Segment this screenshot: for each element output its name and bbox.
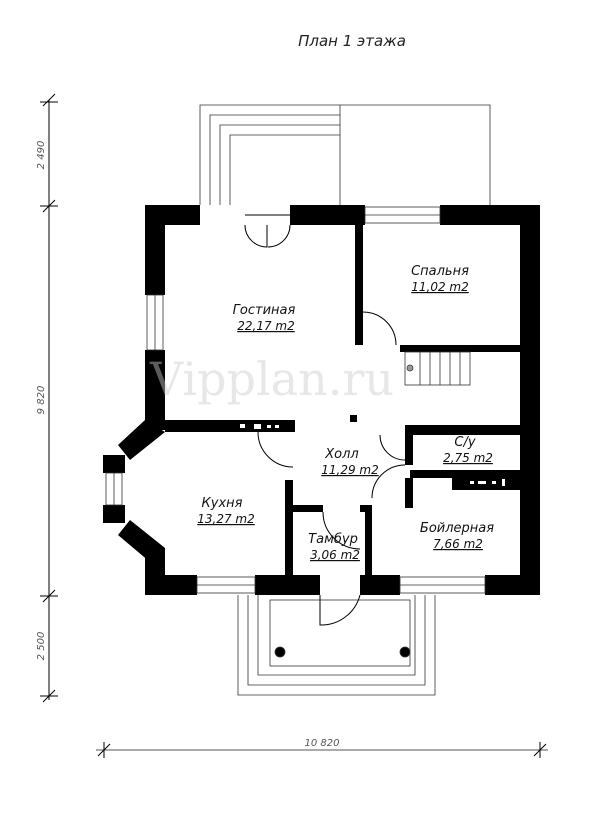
porch <box>237 595 436 696</box>
dimension-width: 10 820 <box>305 738 340 749</box>
windows <box>105 206 486 594</box>
watermark: Vipplan.ru <box>149 352 394 406</box>
room-boiler: Бойлерная 7,66 m2 <box>420 521 494 551</box>
room-hall: Холл 11,29 m2 <box>321 447 379 477</box>
room-vestibule: Тамбур 3,06 m2 <box>308 532 360 562</box>
room-bathroom: С/у 2,75 m2 <box>443 435 493 465</box>
room-name: Спальня <box>411 264 469 279</box>
room-area: 2,75 m2 <box>443 451 493 465</box>
vertical-dimension-line <box>40 93 58 703</box>
room-area: 7,66 m2 <box>433 537 483 551</box>
staircase <box>404 351 471 386</box>
room-name: Холл <box>324 447 358 462</box>
dimension-middle: 9 820 <box>36 386 47 415</box>
terrace <box>199 104 491 205</box>
room-area: 11,29 m2 <box>321 463 379 477</box>
room-name: С/у <box>454 435 475 450</box>
room-bedroom: Спальня 11,02 m2 <box>411 264 469 294</box>
room-name: Кухня <box>202 496 243 511</box>
room-living: Гостиная 22,17 m2 <box>233 303 296 333</box>
room-name: Тамбур <box>308 532 358 547</box>
plan-title: План 1 этажа <box>298 32 406 50</box>
room-area: 11,02 m2 <box>411 280 469 294</box>
dimension-top: 2 490 <box>36 141 47 170</box>
room-area: 3,06 m2 <box>310 548 360 562</box>
dimension-bottom: 2 500 <box>36 632 47 661</box>
room-area: 22,17 m2 <box>237 319 295 333</box>
doors <box>244 214 406 626</box>
room-name: Гостиная <box>233 303 296 318</box>
walls <box>103 205 540 595</box>
room-name: Бойлерная <box>420 521 494 536</box>
room-kitchen: Кухня 13,27 m2 <box>197 496 255 526</box>
horizontal-dimension-line <box>96 742 548 758</box>
room-area: 13,27 m2 <box>197 512 255 526</box>
